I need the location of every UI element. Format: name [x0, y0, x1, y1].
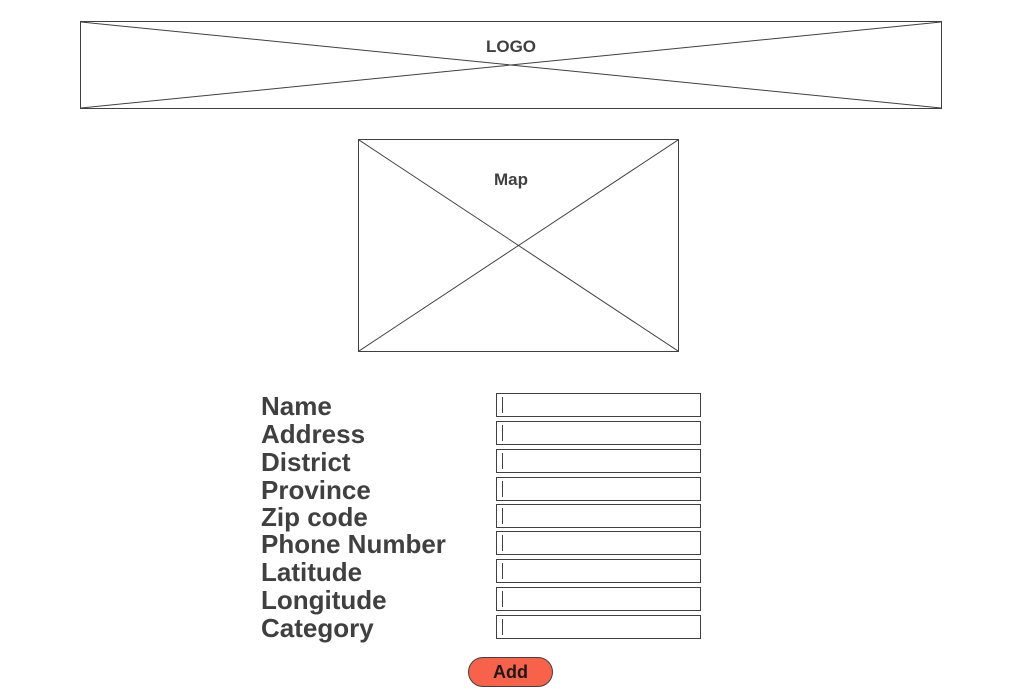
longitude-field[interactable]	[496, 587, 701, 611]
form-row-address: Address	[261, 420, 701, 448]
phone-number-field[interactable]	[496, 531, 701, 555]
form-row-province: Province	[261, 476, 701, 504]
map-placeholder[interactable]: Map	[358, 139, 679, 352]
category-field[interactable]	[496, 615, 701, 639]
text-caret	[502, 591, 503, 607]
district-field[interactable]	[496, 449, 701, 473]
phone-number-label: Phone Number	[261, 529, 446, 559]
name-label: Name	[261, 391, 332, 421]
province-field[interactable]	[496, 477, 701, 501]
text-caret	[502, 453, 503, 469]
latitude-field[interactable]	[496, 559, 701, 583]
form-row-phone-number: Phone Number	[261, 530, 701, 558]
map-label: Map	[494, 170, 528, 189]
text-caret	[502, 563, 503, 579]
placeholder-cross-icon	[359, 140, 678, 351]
address-label: Address	[261, 419, 366, 449]
form-row-district: District	[261, 448, 701, 476]
form-row-zip-code: Zip code	[261, 503, 701, 531]
longitude-label: Longitude	[261, 585, 387, 615]
latitude-label: Latitude	[261, 557, 363, 587]
text-caret	[502, 508, 503, 524]
district-label: District	[261, 447, 351, 477]
form-row-category: Category	[261, 614, 701, 642]
form-row-longitude: Longitude	[261, 586, 701, 614]
placeholder-cross-icon	[81, 22, 941, 108]
text-caret	[502, 397, 503, 413]
province-label: Province	[261, 475, 371, 505]
text-caret	[502, 535, 503, 551]
zip-code-field[interactable]	[496, 504, 701, 528]
zip-code-label: Zip code	[261, 502, 368, 532]
form-row-latitude: Latitude	[261, 558, 701, 586]
text-caret	[502, 481, 503, 497]
address-field[interactable]	[496, 421, 701, 445]
text-caret	[502, 619, 503, 635]
text-caret	[502, 425, 503, 441]
form-row-name: Name	[261, 392, 701, 420]
logo-label: LOGO	[485, 37, 537, 56]
logo-placeholder: LOGO	[80, 21, 942, 109]
add-button[interactable]: Add	[468, 657, 553, 687]
name-field[interactable]	[496, 393, 701, 417]
category-label: Category	[261, 613, 374, 643]
